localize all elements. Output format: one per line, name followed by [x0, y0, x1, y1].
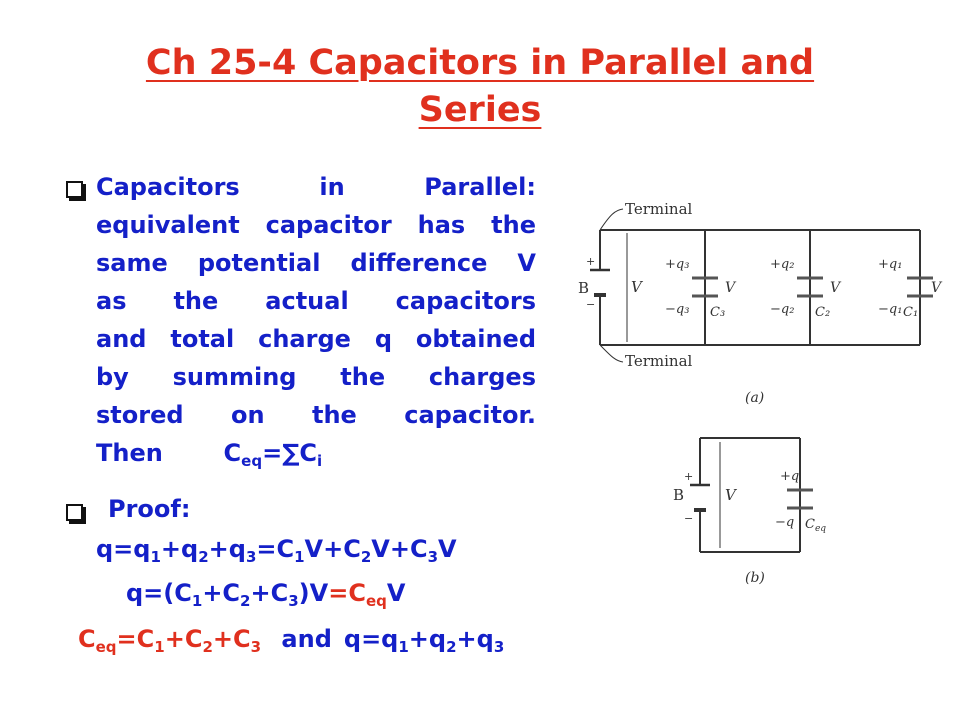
- paragraph-line: stored on the capacitor.: [96, 401, 536, 429]
- c2-bottom-charge: −q₂: [770, 302, 794, 317]
- parallel-circuit-diagram: Terminal Terminal B + − V +q₃ −q₃ C₃ V +…: [578, 200, 943, 406]
- c3-label: C₃: [710, 305, 725, 320]
- paragraph-line: by summing the charges: [96, 363, 536, 391]
- then-label: Then: [96, 439, 163, 467]
- diagram-a-caption: (a): [745, 390, 764, 406]
- proof-label: Proof:: [108, 495, 191, 523]
- battery-minus: −: [586, 298, 595, 311]
- c3-v-label: V: [725, 280, 737, 296]
- ceq-formula: Ceq=∑Ci: [223, 439, 323, 470]
- title-line-1: Ch 25-4 Capacitors in Parallel and: [145, 43, 815, 83]
- ceq-label: Ceq: [805, 517, 826, 534]
- v-label-b: V: [725, 486, 738, 504]
- c2-v-label: V: [830, 280, 842, 296]
- bullet-box-icon: [66, 181, 83, 198]
- terminal-top-label: Terminal: [625, 200, 693, 218]
- paragraph-line: same potential difference V: [96, 249, 536, 277]
- v-label: V: [631, 278, 644, 296]
- c2-label: C₂: [815, 305, 830, 320]
- paragraph-line: equivalent capacitor has the: [96, 211, 536, 239]
- c3-top-charge: +q₃: [665, 257, 689, 272]
- c1-top-charge: +q₁: [878, 257, 902, 272]
- ceq-bottom-charge: −q: [775, 515, 794, 530]
- battery-plus: +: [586, 255, 595, 268]
- battery-minus-b: −: [684, 512, 693, 525]
- ceq-top-charge: +q: [780, 469, 799, 484]
- title-line-2: Series: [418, 90, 542, 130]
- c3-bottom-charge: −q₃: [665, 302, 689, 317]
- battery-label: B: [578, 279, 589, 297]
- battery-label-b: B: [673, 486, 684, 504]
- paragraph-line: and total charge q obtained: [96, 325, 536, 353]
- proof-line-1: q=q1+q2+q3=C1V+C2V+C3V: [96, 535, 457, 566]
- equivalent-circuit-diagram: B + − V +q −q Ceq (b): [673, 437, 826, 586]
- bullet-box-icon: [66, 504, 83, 521]
- battery-plus-b: +: [684, 470, 693, 483]
- diagram-b-caption: (b): [745, 570, 765, 586]
- paragraph-line: as the actual capacitors: [96, 287, 536, 315]
- parallel-description: Capacitors in Parallel: equivalent capac…: [96, 168, 536, 434]
- proof-line-2: q=(C1+C2+C3)V=CeqV: [126, 579, 406, 610]
- c1-label: C₁: [903, 305, 918, 320]
- c1-v-label: V: [931, 280, 943, 296]
- then-line: Then Ceq=∑Ci: [96, 434, 516, 472]
- paragraph-line: Capacitors in Parallel:: [96, 173, 536, 201]
- terminal-bottom-label: Terminal: [625, 352, 693, 370]
- c2-top-charge: +q₂: [770, 257, 794, 272]
- slide-title: Ch 25-4 Capacitors in Parallel and Serie…: [60, 40, 900, 134]
- c1-bottom-charge: −q₁: [878, 302, 902, 317]
